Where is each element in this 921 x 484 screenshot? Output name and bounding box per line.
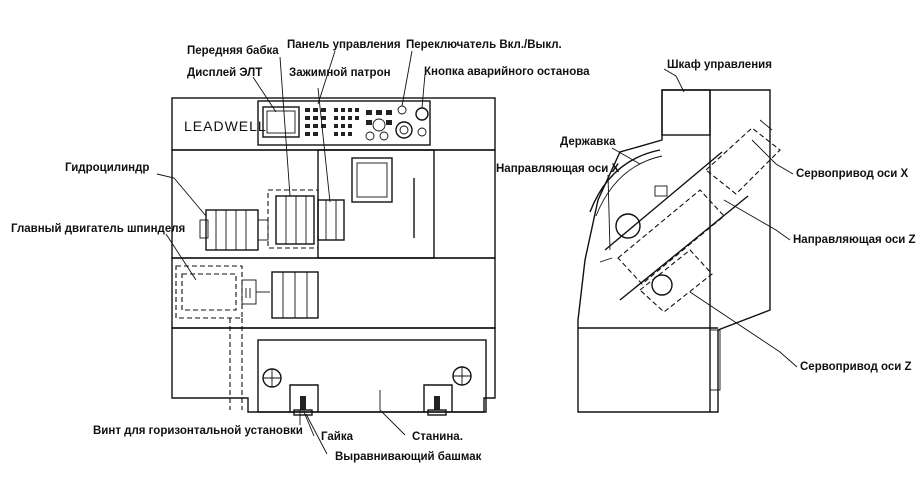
front-view: LEADWELL [171, 97, 496, 416]
label-x-servo: Сервопривод оси X [796, 168, 909, 180]
label-spindle-motor: Главный двигатель шпинделя [11, 223, 185, 235]
label-x-guide: Направляющая оси X [496, 163, 619, 175]
crt-screen [262, 106, 300, 138]
leader-lines [156, 50, 798, 455]
label-headstock: Передняя бабка [187, 45, 279, 57]
door-window [351, 157, 393, 203]
label-hydraulic-cylinder: Гидроцилиндр [65, 162, 149, 174]
side-body-outline [577, 89, 771, 413]
label-control-panel: Панель управления [287, 39, 401, 51]
label-z-servo: Сервопривод оси Z [800, 361, 912, 373]
main-cabinet [171, 149, 496, 259]
label-tool-holder: Державка [560, 136, 616, 148]
cabinet-door [317, 149, 435, 259]
label-bed: Станина. [412, 431, 463, 443]
side-view [577, 89, 781, 413]
machine-bed [171, 327, 496, 416]
x-servo-housing [705, 127, 781, 195]
label-crt-display: Дисплей ЭЛТ [187, 67, 262, 79]
turret-slide [617, 189, 725, 285]
emergency-stop-button [415, 107, 429, 121]
label-leveling-pad: Выравнивающий башмак [335, 451, 482, 463]
brand-logo: LEADWELL [184, 118, 267, 134]
label-chuck: Зажимной патрон [289, 67, 391, 79]
headstock-chuck-shape [267, 189, 345, 249]
hydraulic-cylinder-shape [199, 209, 269, 251]
label-emergency-stop: Кнопка аварийного останова [424, 66, 590, 78]
power-switch-knob [397, 105, 407, 115]
label-power-switch: Переключатель Вкл./Выкл. [406, 39, 562, 51]
z-servo-housing [639, 249, 713, 313]
spindle-motor-shape [175, 265, 270, 319]
control-cabinet-shape [661, 89, 711, 136]
labels: Передняя бабка Панель управления Переклю… [11, 39, 916, 463]
control-panel [257, 100, 431, 146]
label-nut: Гайка [321, 431, 354, 443]
label-z-guide: Направляющая оси Z [793, 234, 916, 246]
label-control-cabinet: Шкаф управления [667, 59, 772, 71]
label-leveling-screw: Винт для горизонтальной установки [93, 425, 303, 437]
